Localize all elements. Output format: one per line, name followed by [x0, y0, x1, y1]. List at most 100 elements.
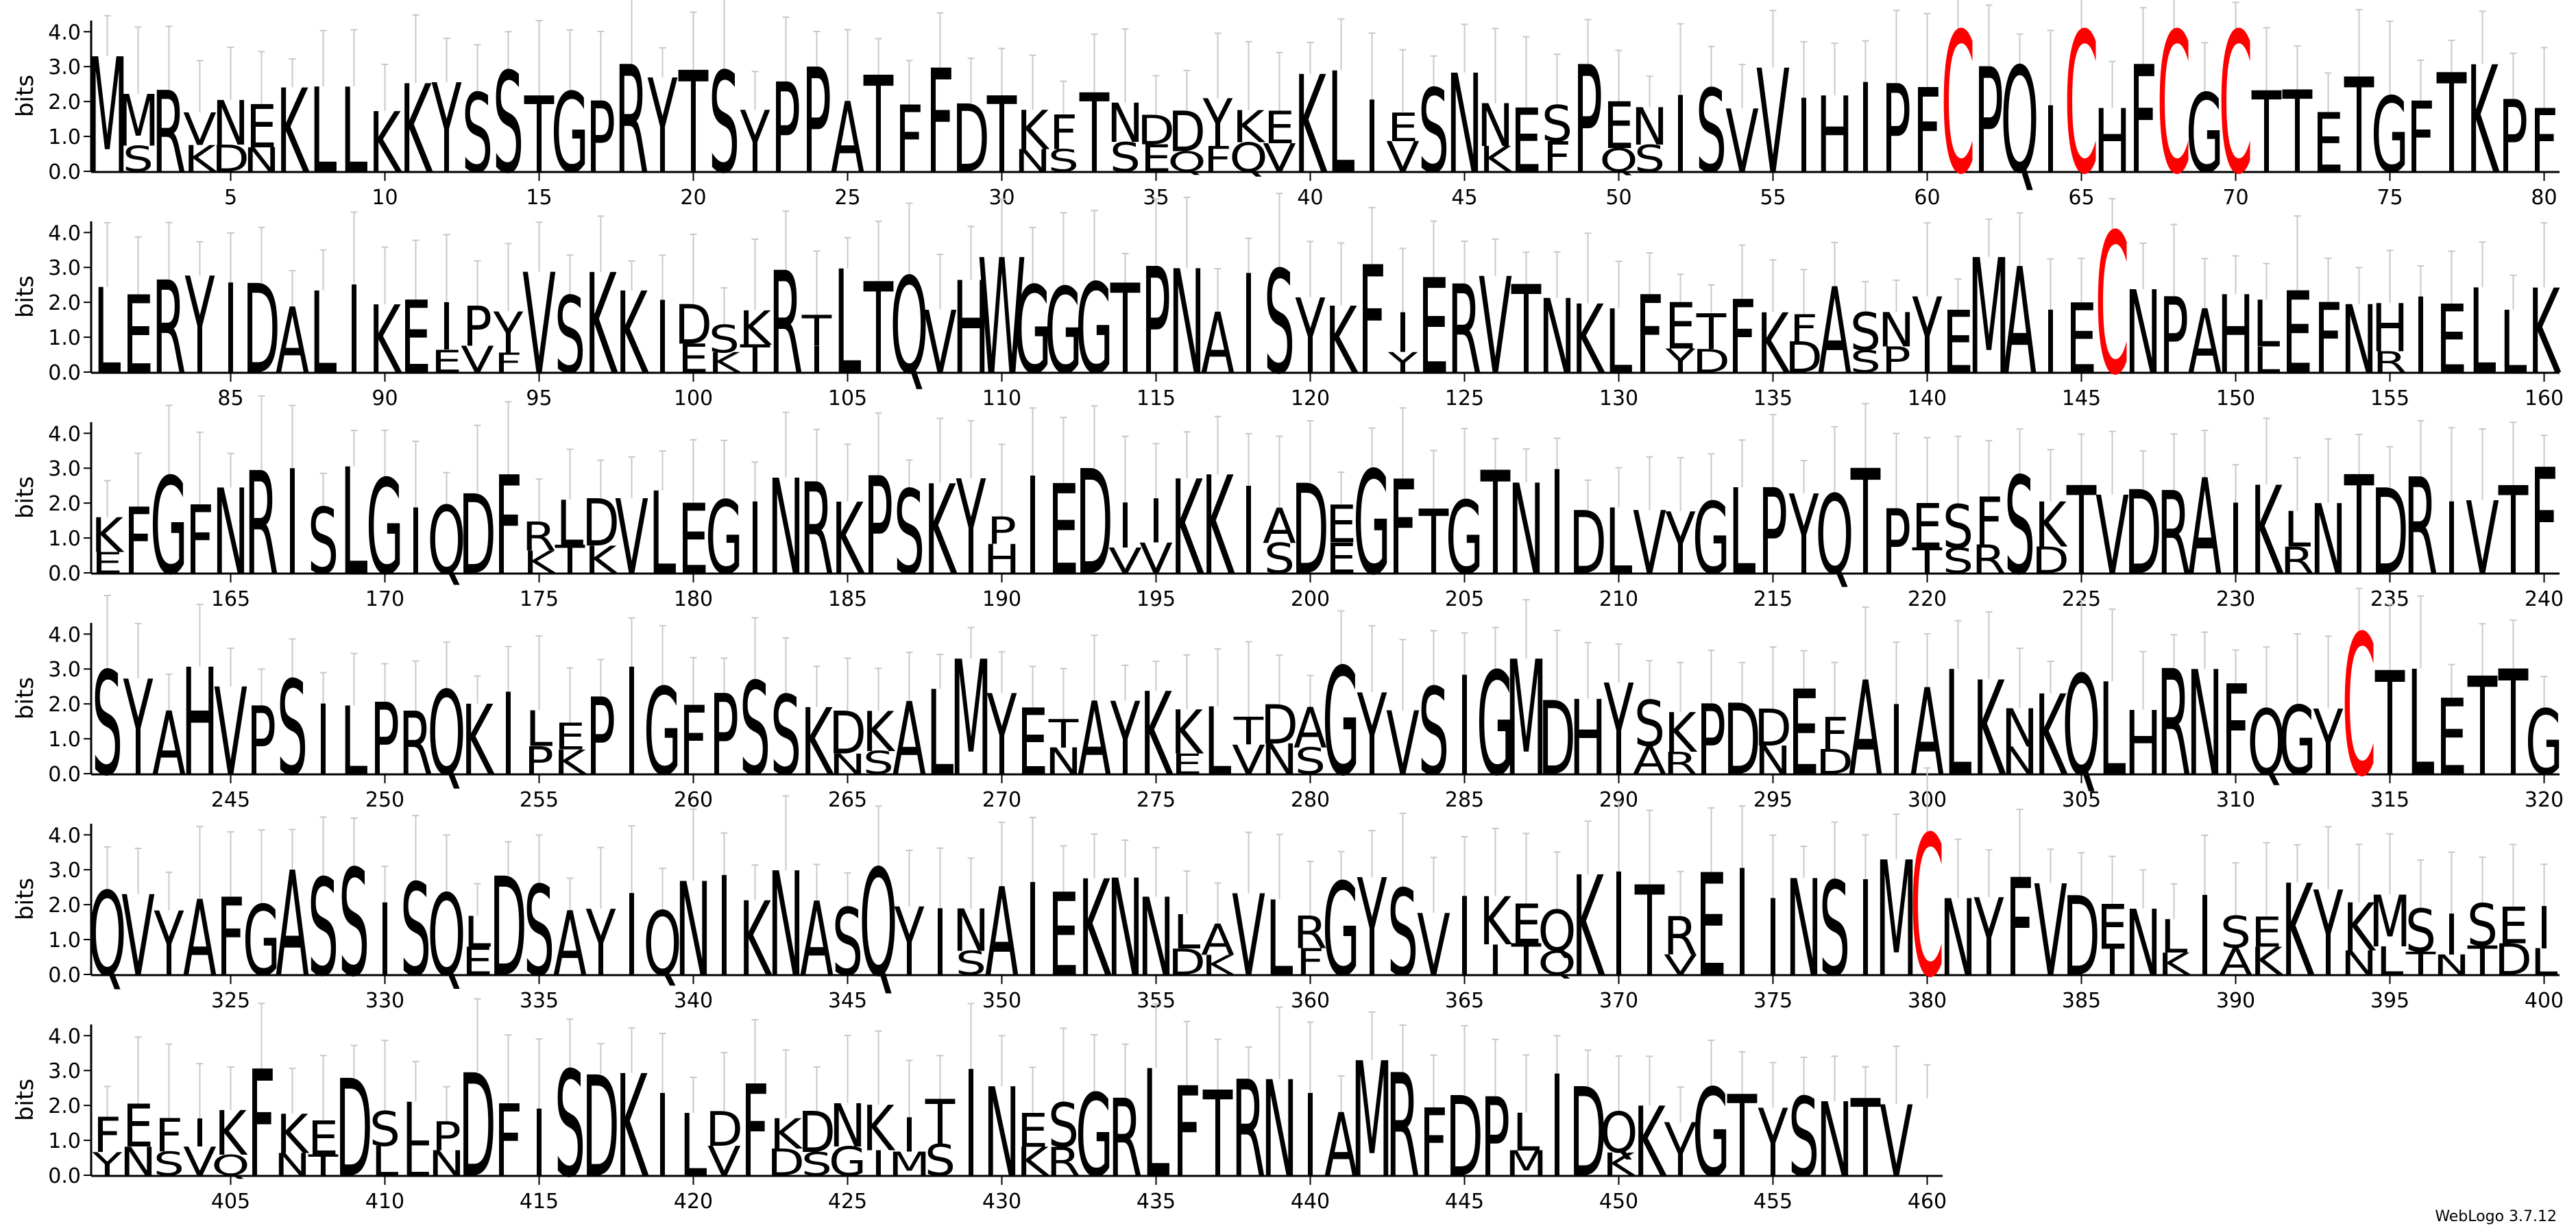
error-bar — [381, 663, 389, 702]
residue-glyph-368-minor: Q — [1538, 945, 1577, 983]
residue-glyph-436: F — [1173, 1061, 1201, 1205]
error-bar — [2047, 29, 2054, 106]
residue-glyph-279: D — [1261, 694, 1298, 757]
x-tick-label: 285 — [1445, 788, 1484, 812]
error-bar — [1214, 268, 1222, 312]
residue-glyph-339: Q — [644, 894, 682, 996]
residue-glyph-184: R — [800, 456, 834, 603]
y-tick-label: 0.0 — [48, 562, 81, 586]
error-bar — [196, 60, 204, 112]
residue-glyph-314: C — [2342, 594, 2377, 820]
residue-glyph-24: P — [802, 38, 831, 206]
residue-glyph-361: G — [1322, 857, 1360, 1005]
x-tick-label: 160 — [2525, 386, 2564, 410]
residue-glyph-64: I — [2043, 88, 2058, 193]
error-bar — [1060, 417, 1067, 483]
residue-glyph-441: A — [1324, 1096, 1358, 1196]
error-bar — [1923, 437, 1931, 503]
y-tick-label: 1.0 — [48, 1129, 81, 1153]
residue-glyph-112: G — [1045, 263, 1082, 400]
residue-glyph-358: V — [1232, 872, 1265, 1001]
x-tick-label: 205 — [1445, 587, 1484, 611]
residue-glyph-46-minor: K — [1479, 139, 1512, 180]
residue-glyph-121: K — [1325, 288, 1359, 395]
x-tick-label: 65 — [2068, 186, 2094, 210]
error-bar — [1183, 654, 1191, 710]
residue-glyph-127: T — [1511, 260, 1541, 401]
residue-glyph-426: K — [862, 1093, 896, 1166]
residue-glyph-111: G — [1014, 262, 1052, 401]
error-bar — [1091, 635, 1098, 701]
error-bar — [1677, 661, 1684, 712]
error-bar — [1769, 834, 1777, 898]
error-bar — [906, 1059, 913, 1118]
error-bar — [196, 431, 204, 504]
error-bar — [1029, 407, 1036, 476]
residue-glyph-92: I — [439, 289, 454, 365]
error-bar — [1522, 833, 1530, 904]
error-bar — [412, 660, 420, 711]
error-bar — [1769, 413, 1777, 487]
x-tick-label: 295 — [1753, 788, 1793, 812]
x-tick-label: 60 — [1914, 186, 1940, 210]
error-bar — [1800, 650, 1808, 689]
x-tick-label: 330 — [365, 989, 404, 1013]
error-bar — [998, 1035, 1006, 1086]
residue-glyph-391-minor: K — [2250, 940, 2284, 984]
residue-glyph-51: N — [1631, 97, 1668, 157]
error-bar — [1337, 850, 1345, 881]
x-tick-label: 375 — [1753, 989, 1793, 1013]
residue-glyph-106: T — [863, 256, 893, 402]
error-bar — [2540, 434, 2548, 467]
residue-glyph-366: K — [1479, 883, 1513, 961]
x-tick-label: 180 — [674, 587, 713, 611]
error-bar — [2386, 445, 2394, 488]
error-bar — [474, 260, 481, 306]
residue-glyph-415: I — [532, 1092, 546, 1198]
residue-glyph-34: N — [1107, 92, 1143, 154]
residue-glyph-286: G — [1477, 643, 1514, 808]
residue-glyph-341: I — [717, 848, 731, 1007]
error-bar — [2139, 450, 2147, 489]
residue-glyph-230: I — [2228, 484, 2243, 596]
error-bar — [1923, 767, 1931, 833]
error-bar — [906, 459, 913, 489]
residue-glyph-224: K — [2034, 489, 2068, 562]
residue-glyph-67: F — [2129, 34, 2157, 206]
error-bar — [2294, 215, 2301, 291]
residue-glyph-73: E — [2313, 97, 2344, 191]
residue-glyph-333-minor: E — [462, 940, 493, 984]
error-bar — [412, 14, 420, 84]
error-bar — [258, 1003, 265, 1068]
error-bar — [1152, 661, 1160, 691]
error-bar — [1862, 402, 1869, 468]
residue-glyph-418: K — [616, 1046, 648, 1209]
error-bar — [1831, 241, 1838, 286]
residue-glyph-456: S — [1788, 1074, 1819, 1201]
error-bar — [1183, 431, 1191, 478]
error-bar — [1276, 654, 1283, 704]
residue-glyph-251: R — [399, 694, 433, 794]
residue-glyph-353: K — [1078, 852, 1112, 1006]
residue-glyph-368: Q — [1538, 900, 1577, 965]
error-bar — [1862, 834, 1869, 879]
residue-glyph-292: K — [1664, 701, 1698, 765]
residue-glyph-222: F — [1975, 484, 2003, 561]
residue-glyph-38-minor: Q — [1230, 135, 1268, 181]
error-bar — [2139, 651, 2147, 710]
error-bar — [1461, 428, 1468, 500]
error-bar — [227, 47, 234, 100]
residue-glyph-57: H — [1816, 75, 1853, 196]
error-bar — [1276, 435, 1283, 508]
y-tick-label: 4.0 — [48, 221, 81, 245]
error-bar — [381, 429, 389, 478]
error-bar — [1553, 851, 1561, 910]
residue-glyph-238: V — [2466, 480, 2499, 596]
residue-glyph-247: S — [277, 653, 308, 805]
residue-glyph-252: Q — [428, 667, 466, 801]
residue-glyph-77: T — [2436, 47, 2466, 204]
residue-glyph-399-minor: D — [2494, 935, 2532, 985]
residue-glyph-431-minor: K — [1017, 1140, 1050, 1185]
error-bar — [1738, 1051, 1746, 1094]
error-bar — [1954, 619, 1962, 669]
